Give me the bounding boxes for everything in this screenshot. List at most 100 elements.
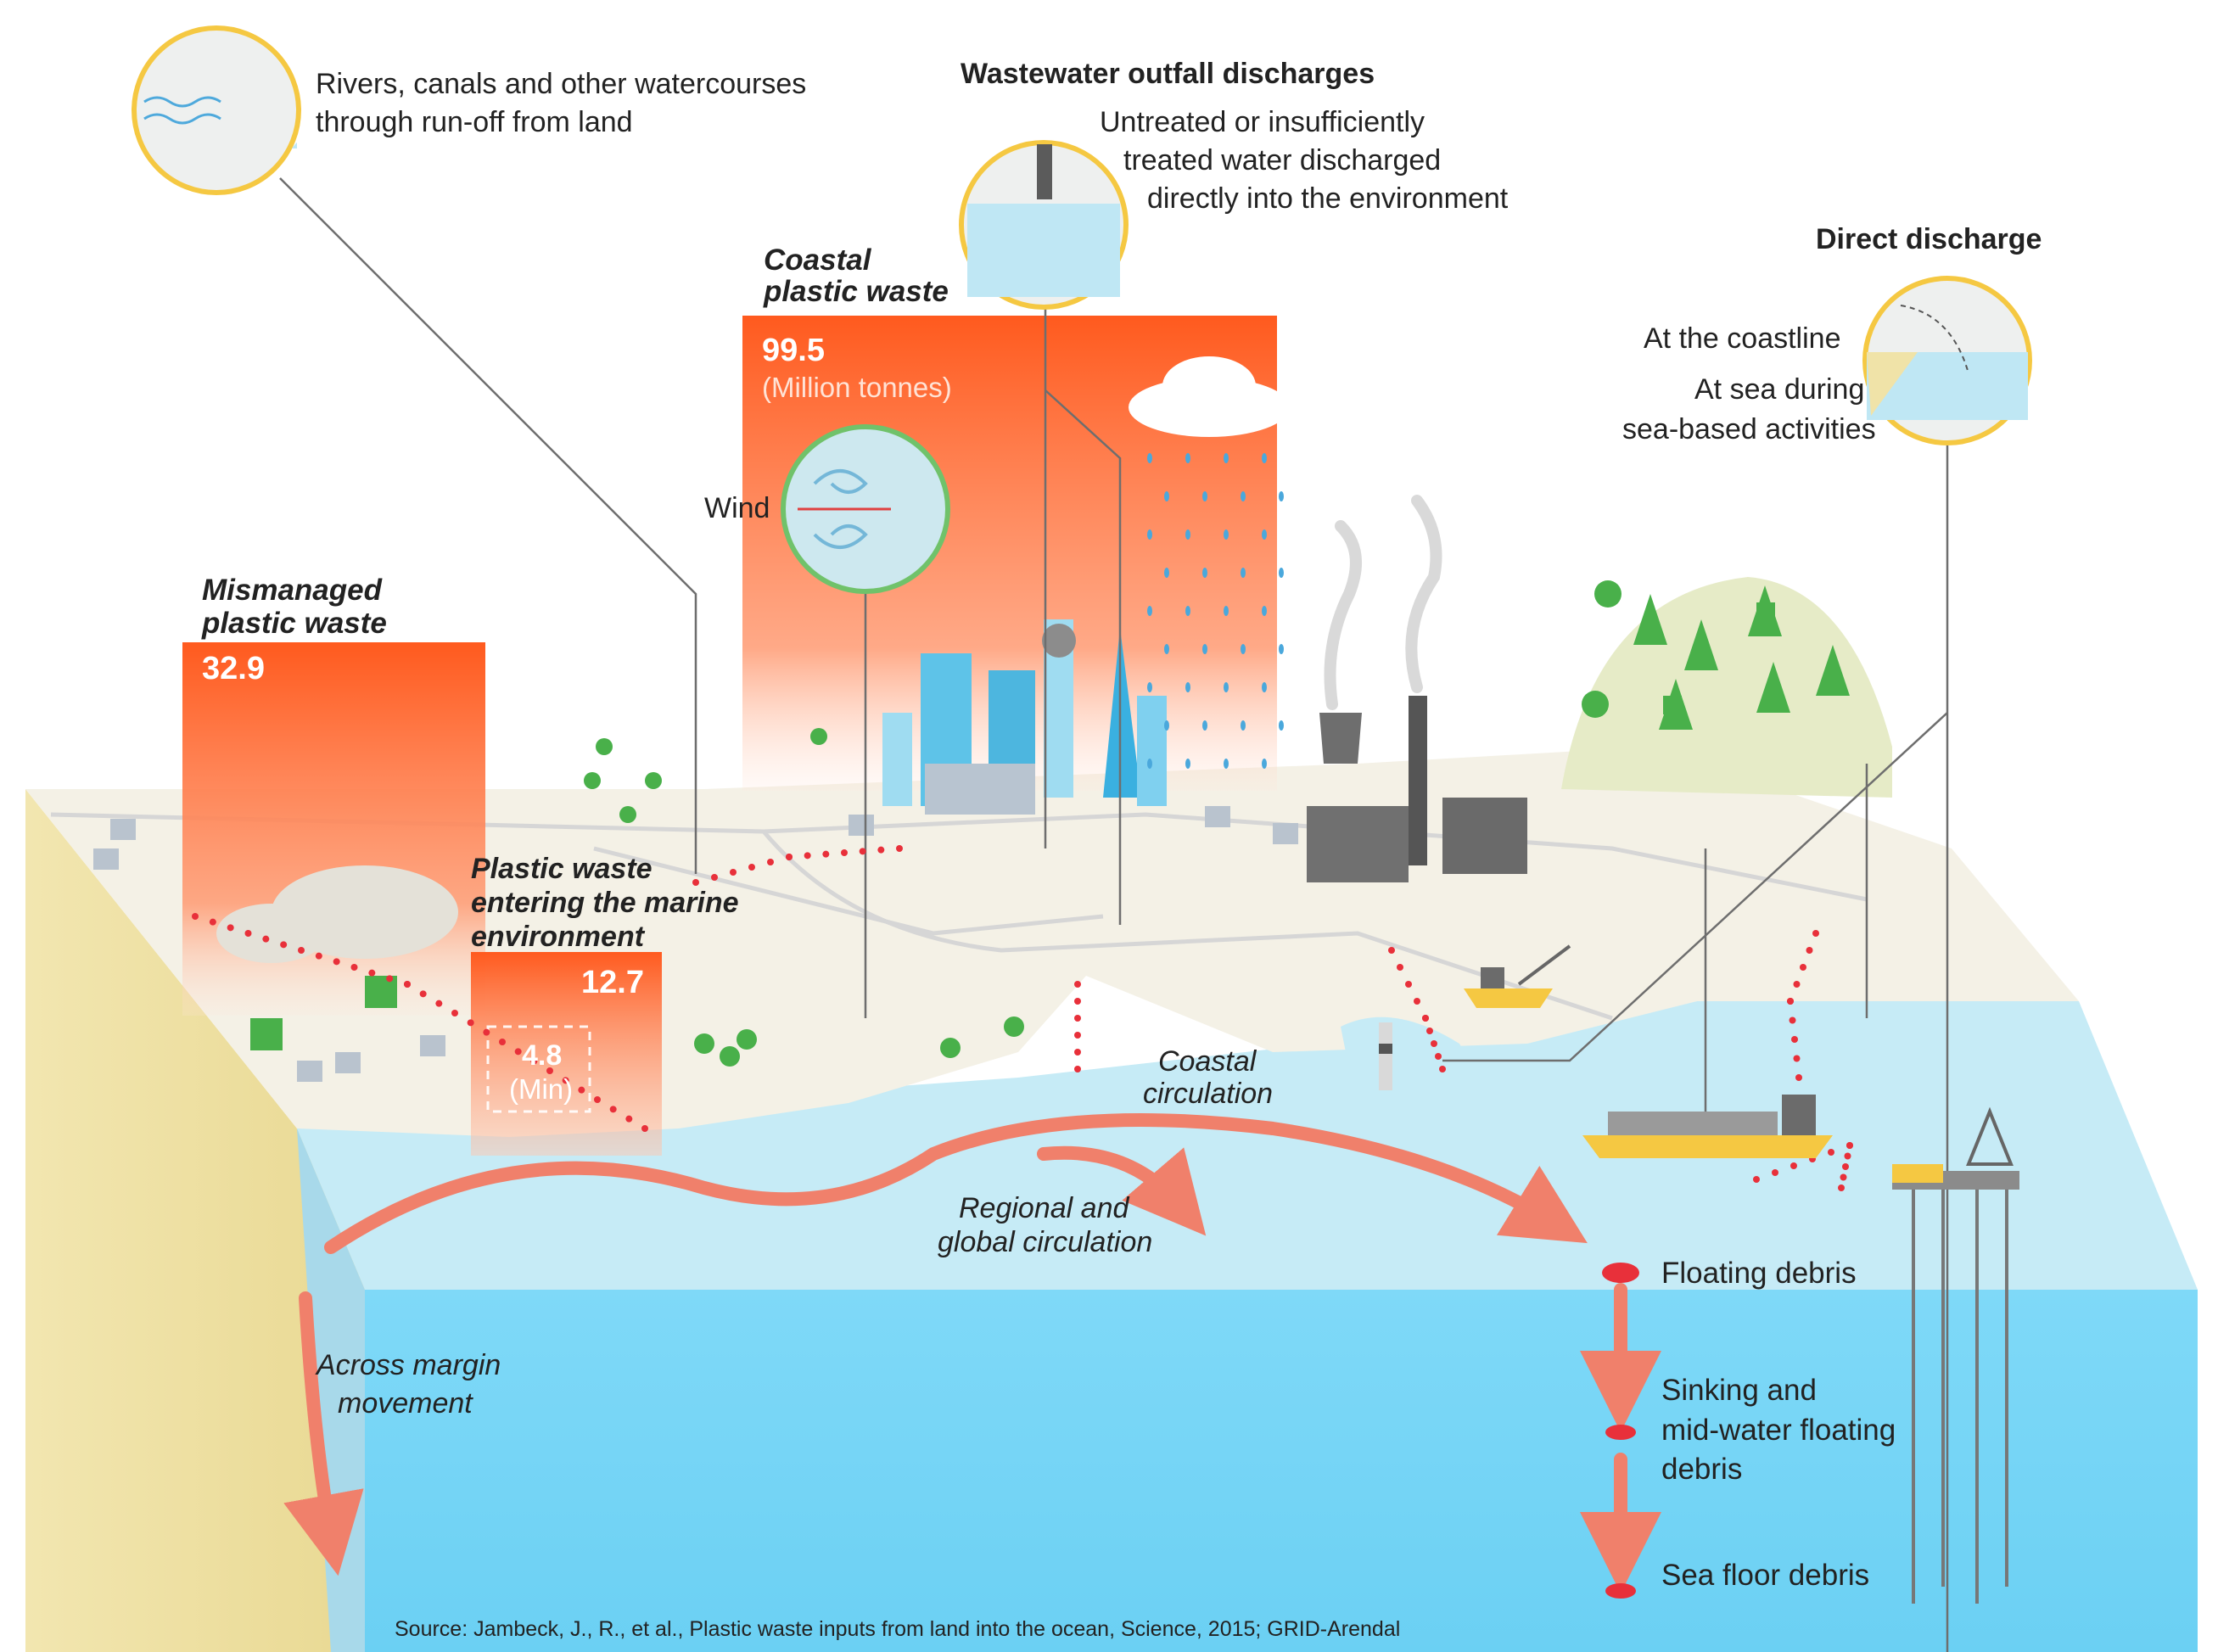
debris-dot	[1790, 1162, 1797, 1169]
rain-drop	[1262, 759, 1267, 769]
cliff-side	[25, 789, 365, 1652]
debris-dot	[594, 1096, 601, 1103]
debris-dot	[368, 969, 376, 977]
rivers-circle	[132, 25, 301, 195]
debris-dot	[1435, 1053, 1442, 1060]
rain-drop	[1224, 529, 1229, 540]
debris-dot	[822, 850, 830, 858]
debris-dot	[546, 1067, 553, 1074]
coastal-title-2: plastic waste	[763, 275, 949, 308]
debris-dot	[609, 1106, 617, 1113]
rivers-label: Rivers, canals and other watercourses th…	[316, 68, 806, 138]
rain-drops	[1147, 453, 1284, 769]
debris-dot	[730, 869, 737, 876]
debris-dot	[280, 941, 288, 949]
rain-drop	[1279, 720, 1284, 731]
debris-dot	[578, 1086, 585, 1094]
rain-drop	[1164, 720, 1169, 731]
debris-dot	[1431, 1040, 1437, 1047]
rain-drop	[1147, 759, 1152, 769]
debris-dot	[262, 935, 270, 943]
lighthouse	[1379, 1022, 1392, 1090]
floating-debris-label: Floating debris	[1661, 1257, 1857, 1290]
wind-circle	[781, 424, 950, 594]
debris-dot	[435, 1000, 443, 1007]
debris-dot	[767, 859, 774, 865]
entering-min-unit: (Min)	[509, 1073, 573, 1105]
rain-drop	[1241, 491, 1246, 501]
debris-dot	[1842, 1163, 1849, 1170]
direct-title: Direct discharge	[1816, 223, 2042, 255]
rain-cloud	[1129, 356, 1290, 437]
wastewater-text-3: directly into the environment	[1147, 182, 1509, 215]
debris-dot	[1846, 1142, 1853, 1149]
debris-dot	[1800, 964, 1806, 971]
debris-dot	[1397, 964, 1403, 971]
rain-drop	[1262, 682, 1267, 692]
rain-drop	[1202, 491, 1207, 501]
rivers-text-1: Rivers, canals and other watercourses	[316, 68, 806, 100]
debris-dot	[1405, 981, 1412, 988]
landfill-2	[216, 904, 327, 963]
debris-dot	[451, 1010, 458, 1016]
mismanaged-title-1: Mismanaged	[202, 574, 383, 607]
debris-dot	[1787, 998, 1794, 1005]
rain-drop	[1241, 568, 1246, 578]
wastewater-title: Wastewater outfall discharges	[961, 58, 1375, 90]
debris-dot	[404, 981, 411, 988]
rain-drop	[1241, 720, 1246, 731]
rain-drop	[1224, 453, 1229, 463]
debris-dot	[1074, 1015, 1081, 1022]
debris-dot	[1074, 981, 1081, 988]
debris-dot	[1795, 1074, 1802, 1081]
rain-drop	[1147, 682, 1152, 692]
debris-dot	[514, 1048, 522, 1056]
entering-max-value: 12.7	[581, 965, 644, 1000]
debris-dot	[1793, 1055, 1801, 1062]
debris-dot	[625, 1115, 633, 1123]
cargo-ship	[1582, 1095, 1833, 1158]
debris-dot	[1414, 998, 1420, 1005]
debris-dot	[1074, 1032, 1081, 1039]
debris-dot	[1793, 981, 1801, 988]
entering-min-marker	[486, 1025, 591, 1113]
coastal-circulation-1: Coastal	[1158, 1045, 1257, 1078]
rain-drop	[1185, 529, 1190, 540]
debris-dot	[1828, 1149, 1834, 1156]
regional-circulation-2: global circulation	[938, 1226, 1152, 1258]
debris-dot	[641, 1125, 648, 1132]
debris-dot	[1806, 947, 1813, 954]
debris-dot	[1074, 1049, 1081, 1056]
debris-dot	[1439, 1066, 1446, 1072]
wastewater-text-1: Untreated or insufficiently	[1100, 106, 1425, 138]
debris-dot	[1753, 1176, 1760, 1183]
rain-drop	[1224, 606, 1229, 616]
shallow-water-surface	[297, 1001, 2198, 1290]
current-arrows	[283, 1113, 1661, 1593]
entering-title-1: Plastic waste	[471, 853, 653, 885]
wind-label: Wind	[704, 492, 770, 524]
factory	[1307, 495, 1527, 882]
debris-dot	[1422, 1015, 1429, 1022]
rain-drop	[1279, 644, 1284, 654]
at-sea-text-2: sea-based activities	[1622, 413, 1876, 445]
sea-floor-debris-label: Sea floor debris	[1661, 1559, 1869, 1592]
at-sea-text-1: At sea during	[1694, 373, 1864, 406]
rain-drop	[1262, 529, 1267, 540]
debris-dot	[562, 1077, 569, 1084]
rain-drop	[1202, 568, 1207, 578]
debris-dot	[1844, 1152, 1851, 1160]
debris-dot	[350, 964, 358, 971]
sinking-label-3: debris	[1661, 1453, 1742, 1486]
debris-dot	[386, 975, 394, 983]
beach-trees	[694, 1016, 1024, 1067]
coastal-title-1: Coastal	[764, 244, 872, 277]
debris-dot	[896, 845, 903, 852]
leader-lines	[279, 177, 1949, 1652]
coastal-value: 99.5	[762, 333, 825, 368]
rain-drop	[1202, 644, 1207, 654]
rain-drop	[1185, 453, 1190, 463]
debris-dot	[859, 848, 866, 855]
houses	[93, 806, 1298, 1082]
regional-circulation-1: Regional and	[959, 1192, 1129, 1224]
